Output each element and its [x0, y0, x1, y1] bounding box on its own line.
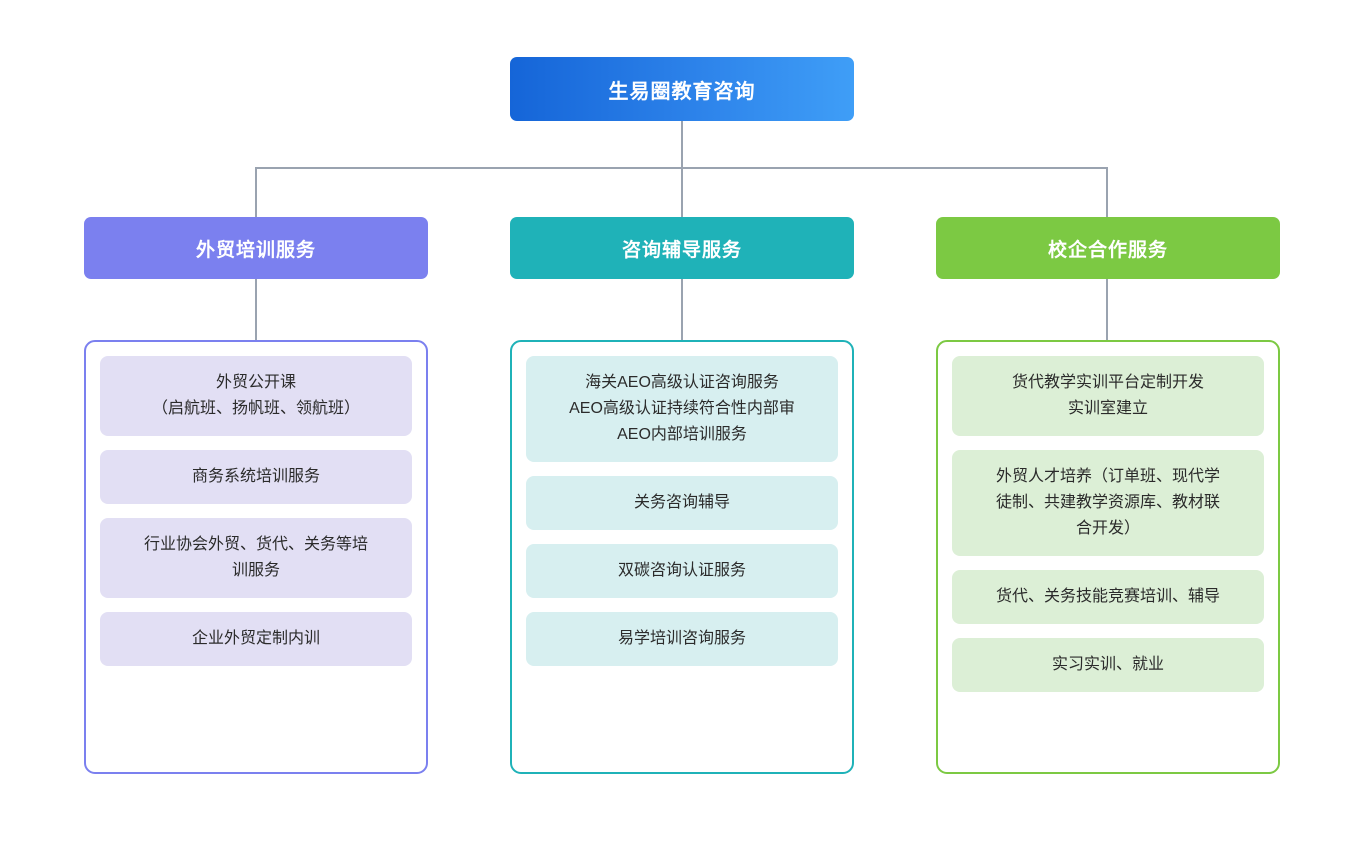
leaf-card[interactable]: 外贸人才培养（订单班、现代学 徒制、共建教学资源库、教材联 合开发） [952, 450, 1264, 556]
branch-header-2-label: 咨询辅导服务 [621, 239, 742, 261]
leaf-card[interactable]: 货代、关务技能竞赛培训、辅导 [952, 570, 1264, 624]
leaf-card[interactable]: 外贸公开课 （启航班、扬帆班、领航班） [100, 356, 412, 436]
connector-drop-branch-3 [1106, 167, 1108, 217]
leaf-card[interactable]: 行业协会外贸、货代、关务等培 训服务 [100, 518, 412, 598]
leaf-line: 货代教学实训平台定制开发 [1011, 374, 1204, 391]
leaf-card[interactable]: 实习实训、就业 [952, 638, 1264, 692]
leaf-line: 实习实训、就业 [1051, 656, 1164, 673]
leaf-card[interactable]: 易学培训咨询服务 [526, 612, 838, 666]
branch-box-3: 货代教学实训平台定制开发 实训室建立 外贸人才培养（订单班、现代学 徒制、共建教… [936, 340, 1280, 774]
connector-branch-1-to-box [255, 279, 257, 340]
branch-column-1: 外贸培训服务 外贸公开课 （启航班、扬帆班、领航班） 商务系统培训服务 行业协会… [84, 217, 428, 774]
leaf-card[interactable]: 货代教学实训平台定制开发 实训室建立 [952, 356, 1264, 436]
branch-header-3[interactable]: 校企合作服务 [936, 217, 1280, 279]
connector-branch-2-to-box [681, 279, 683, 340]
branch-header-1-label: 外贸培训服务 [195, 239, 316, 261]
connector-horizontal-bus [255, 167, 1108, 169]
leaf-line: 易学培训咨询服务 [617, 630, 746, 647]
leaf-card[interactable]: 海关AEO高级认证咨询服务 AEO高级认证持续符合性内部审 AEO内部培训服务 [526, 356, 838, 462]
connector-branch-3-to-box [1106, 279, 1108, 340]
leaf-line: 实训室建立 [1067, 400, 1148, 417]
leaf-line: 外贸人才培养（订单班、现代学 [995, 468, 1220, 485]
leaf-line: 货代、关务技能竞赛培训、辅导 [995, 588, 1220, 605]
leaf-line: 合开发） [1075, 520, 1140, 537]
leaf-line: AEO内部培训服务 [617, 426, 747, 443]
root-node[interactable]: 生易圈教育咨询 [510, 57, 854, 121]
leaf-line: 企业外贸定制内训 [191, 630, 320, 647]
leaf-line: 外贸公开课 [215, 374, 296, 391]
connector-drop-branch-1 [255, 167, 257, 217]
leaf-card[interactable]: 企业外贸定制内训 [100, 612, 412, 666]
branch-header-3-label: 校企合作服务 [1047, 239, 1168, 261]
leaf-line: 双碳咨询认证服务 [617, 562, 746, 579]
leaf-line: 徒制、共建教学资源库、教材联 [995, 494, 1220, 511]
leaf-card[interactable]: 双碳咨询认证服务 [526, 544, 838, 598]
branch-header-1[interactable]: 外贸培训服务 [84, 217, 428, 279]
leaf-line: 行业协会外贸、货代、关务等培 [143, 536, 368, 553]
connector-root-stem [681, 121, 683, 168]
leaf-line: AEO高级认证持续符合性内部审 [569, 400, 795, 417]
branch-column-2: 咨询辅导服务 海关AEO高级认证咨询服务 AEO高级认证持续符合性内部审 AEO… [510, 217, 854, 774]
leaf-card[interactable]: 商务系统培训服务 [100, 450, 412, 504]
connector-drop-branch-2 [681, 167, 683, 217]
leaf-line: 关务咨询辅导 [633, 494, 730, 511]
leaf-line: 商务系统培训服务 [191, 468, 320, 485]
root-node-label: 生易圈教育咨询 [608, 80, 756, 103]
leaf-card[interactable]: 关务咨询辅导 [526, 476, 838, 530]
branch-box-1: 外贸公开课 （启航班、扬帆班、领航班） 商务系统培训服务 行业协会外贸、货代、关… [84, 340, 428, 774]
leaf-line: 海关AEO高级认证咨询服务 [585, 374, 779, 391]
branch-column-3: 校企合作服务 货代教学实训平台定制开发 实训室建立 外贸人才培养（订单班、现代学… [936, 217, 1280, 774]
branch-box-2: 海关AEO高级认证咨询服务 AEO高级认证持续符合性内部审 AEO内部培训服务 … [510, 340, 854, 774]
leaf-line: （启航班、扬帆班、领航班） [151, 400, 360, 417]
branch-header-2[interactable]: 咨询辅导服务 [510, 217, 854, 279]
leaf-line: 训服务 [231, 562, 280, 579]
